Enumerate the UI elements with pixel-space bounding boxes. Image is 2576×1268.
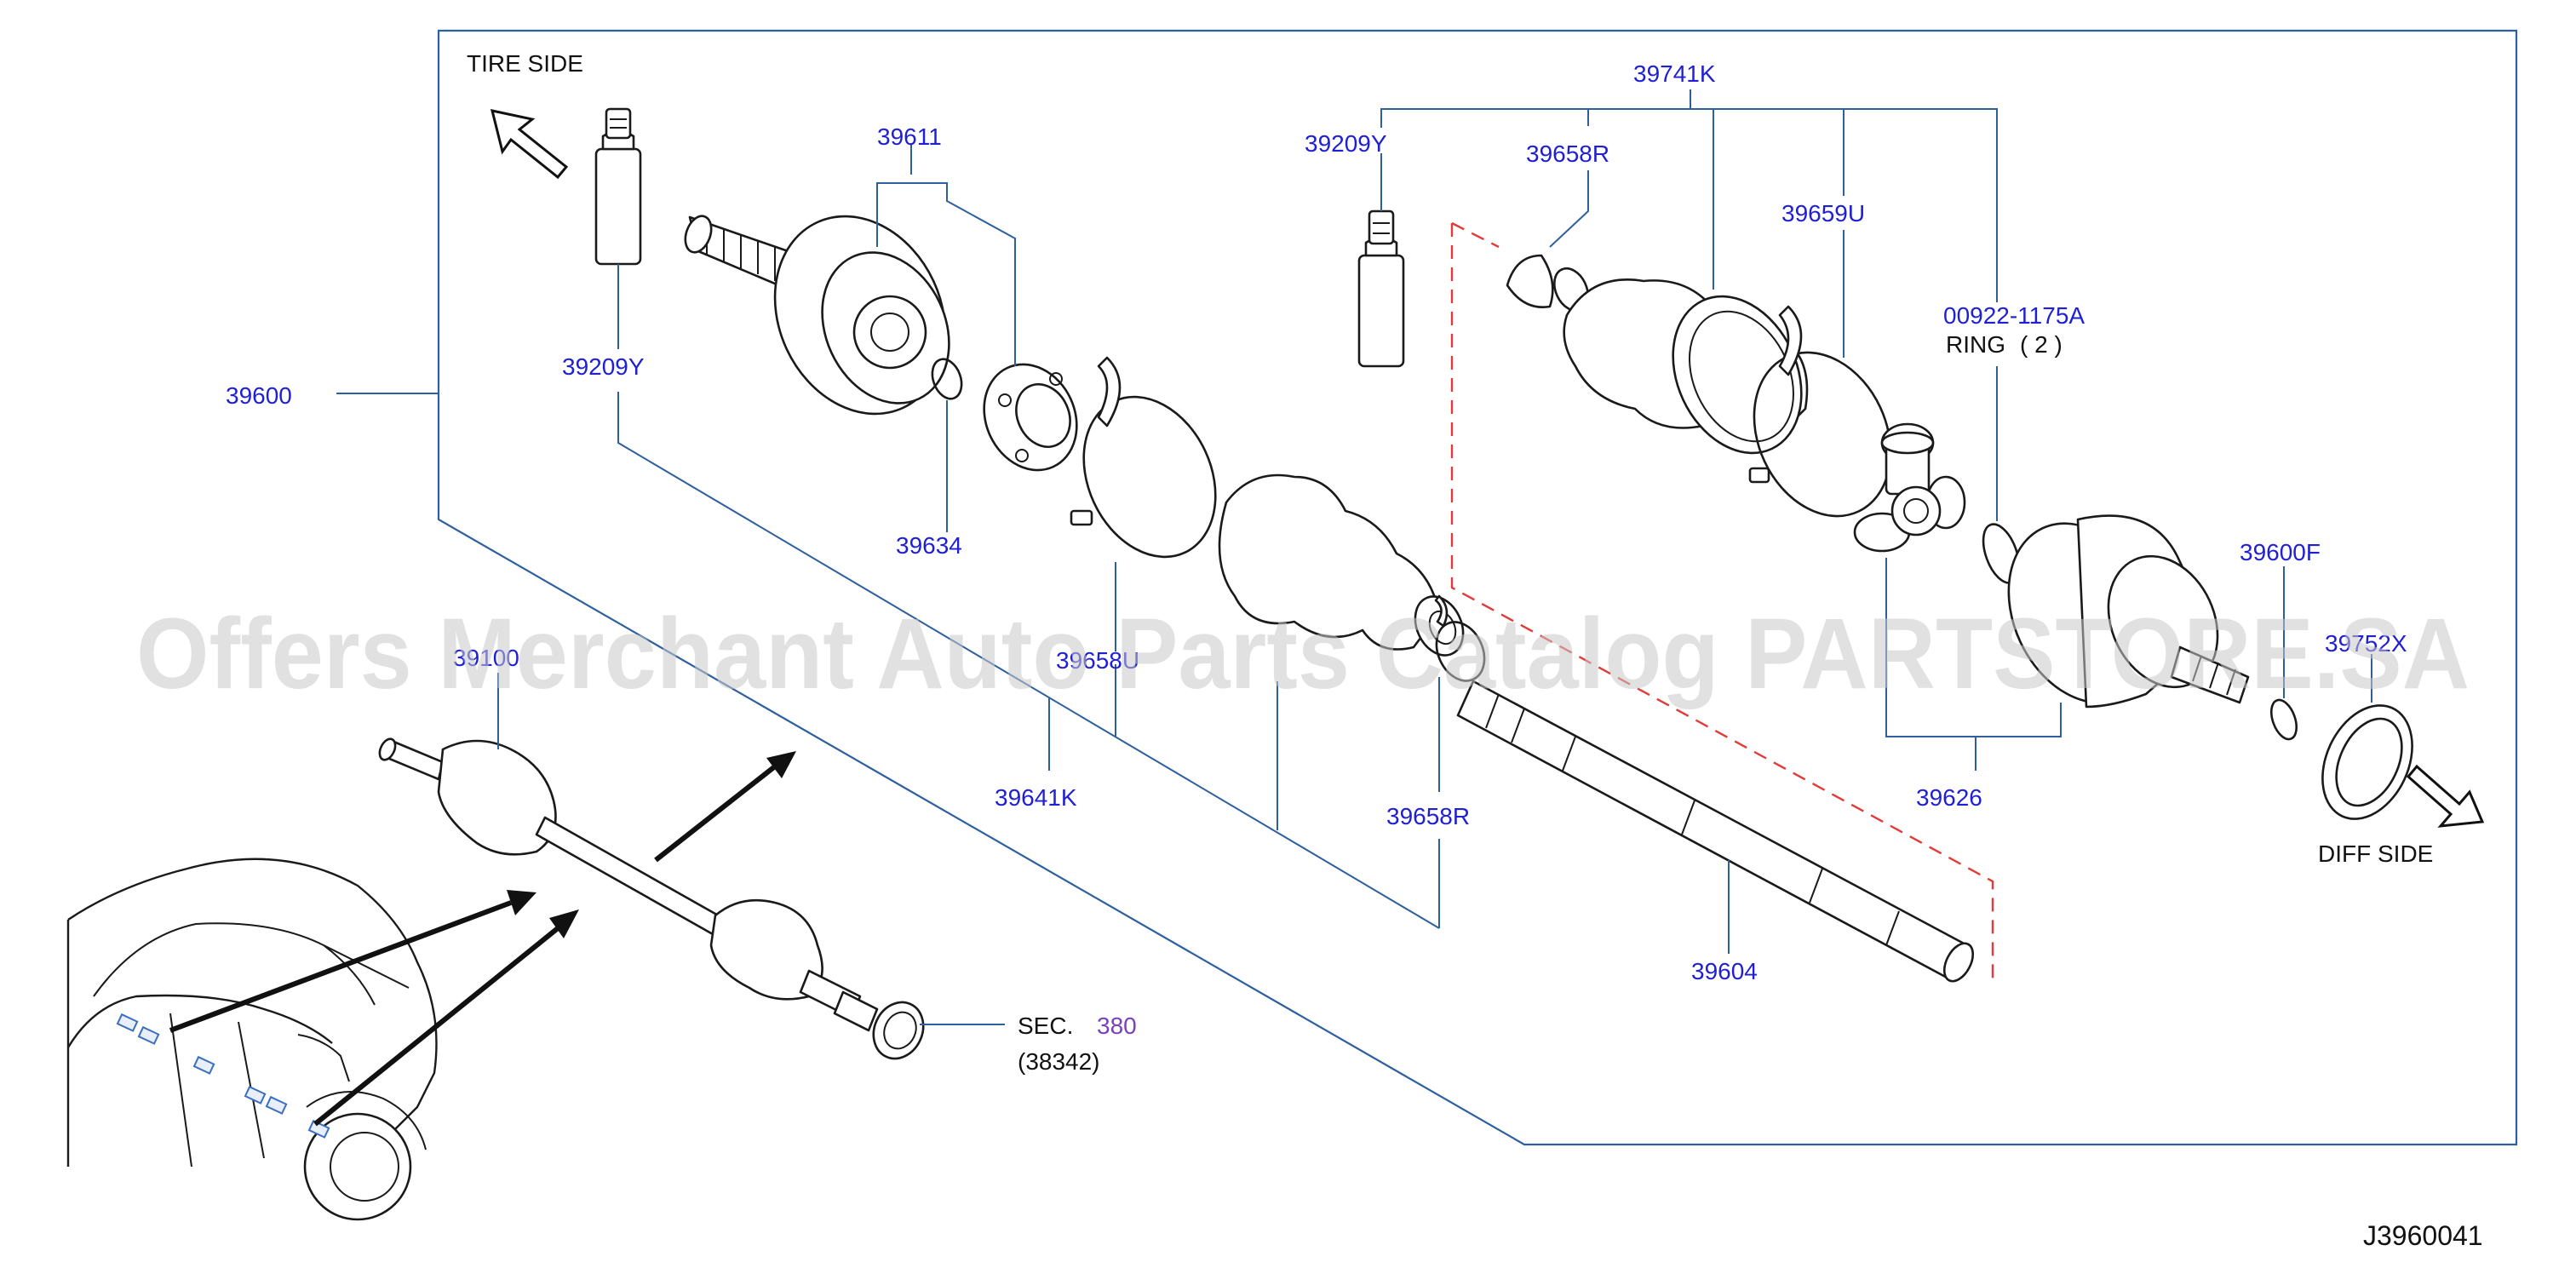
kit-outline-dashed	[1450, 223, 1994, 979]
outer-cv-joint-housing	[684, 215, 950, 416]
dust-shield	[2321, 704, 2413, 820]
inner-cv-housing	[2007, 514, 2250, 709]
label-39600: 39600	[226, 382, 292, 409]
tire-side-arrow	[490, 109, 569, 180]
label-39100: 39100	[453, 645, 519, 671]
label-39658r-bottom: 39658R	[1386, 803, 1470, 829]
small-band-39658r-bottom	[1434, 594, 1486, 682]
section-ref-number: 380	[1097, 1013, 1137, 1039]
inner-race-cage	[983, 363, 1078, 472]
drive-shaft	[1456, 680, 1975, 983]
direction-arrows	[169, 751, 796, 1127]
small-band-39658r-top	[1506, 254, 1589, 313]
label-39209y-top: 39209Y	[1305, 130, 1387, 157]
label-39658u: 39658U	[1056, 647, 1139, 674]
label-39641k: 39641K	[995, 784, 1077, 811]
label-00922-1175a: 00922-1175A	[1943, 302, 2085, 329]
snap-ring-small	[2269, 698, 2298, 741]
label-39752x: 39752X	[2325, 630, 2407, 657]
grease-tube-left	[594, 107, 642, 266]
assembly-frame	[437, 29, 2518, 1146]
label-39611: 39611	[877, 123, 942, 150]
watermark: Offers Merchant Auto Parts Catalog PARTS…	[136, 598, 2470, 710]
labels: TIRE SIDE DIFF SIDE 39600 39611 39209Y 3…	[226, 50, 2483, 1251]
tire-side-label: TIRE SIDE	[467, 50, 583, 77]
outer-boot	[1218, 473, 1465, 657]
label-39658r-top: 39658R	[1526, 141, 1609, 167]
label-39741k: 39741K	[1633, 60, 1716, 87]
vehicle-outline	[66, 858, 438, 1221]
label-39626: 39626	[1916, 784, 1982, 811]
diff-side-label: DIFF SIDE	[2318, 841, 2433, 867]
grease-tube-right	[1357, 209, 1405, 368]
boot-band-39658u	[1070, 356, 1217, 559]
label-39600f: 39600F	[2240, 539, 2321, 565]
tripod-spider	[1853, 422, 1966, 553]
inner-boot	[1563, 278, 1809, 455]
leader-lines	[336, 89, 2372, 1025]
ring-quantity: ( 2 )	[2020, 331, 2063, 358]
section-ref-prefix: SEC.	[1018, 1013, 1073, 1039]
ring-label: RING	[1946, 331, 2005, 358]
diagram-id: J3960041	[2363, 1220, 2483, 1251]
section-ref-sub: (38342)	[1018, 1048, 1100, 1075]
label-39659u: 39659U	[1781, 200, 1865, 227]
snap-ring-39634	[931, 358, 963, 400]
diff-side-arrow	[2406, 764, 2485, 828]
shaft-assembly-overview	[378, 737, 925, 1060]
label-39209y-left: 39209Y	[562, 353, 645, 380]
label-39634: 39634	[896, 532, 962, 559]
label-39604: 39604	[1691, 958, 1758, 984]
large-band-39659u	[1748, 305, 1892, 518]
